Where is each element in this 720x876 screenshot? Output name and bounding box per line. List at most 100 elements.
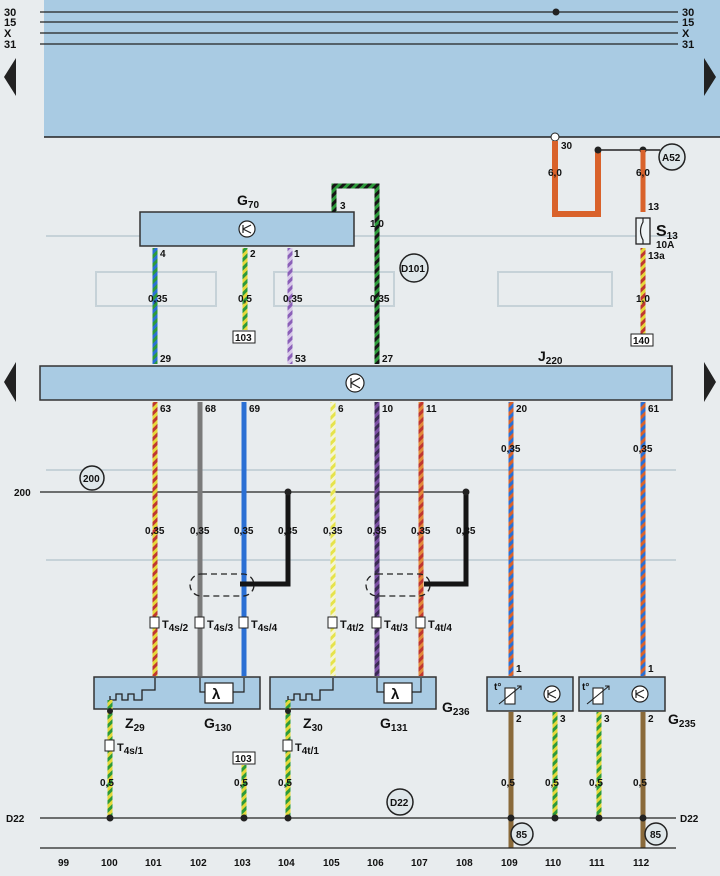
wire-size-0-35-g70-4: 0,35 xyxy=(148,294,168,305)
line-d22-label-right: D22 xyxy=(680,814,699,825)
line-d22-label-left: D22 xyxy=(6,814,25,825)
pin-j220-29: 29 xyxy=(160,354,172,365)
svg-text:T4t/2: T4t/2 xyxy=(340,619,364,634)
svg-text:T4t/1: T4t/1 xyxy=(295,742,319,757)
rail-30-junction xyxy=(552,8,560,16)
connector-t4t3: T4t/3 xyxy=(371,616,408,634)
pin-label-13: 13 xyxy=(648,202,660,213)
connector-t4s1: T4s/1 xyxy=(104,739,144,757)
connector-t4t2: T4t/2 xyxy=(327,616,364,634)
marker-d22-label: D22 xyxy=(390,798,409,809)
marker-d22 xyxy=(386,788,414,816)
marker-200 xyxy=(79,465,105,491)
z29-name: Z29 xyxy=(125,715,145,734)
right-arrow-icon[interactable] xyxy=(704,58,716,96)
pin-g70-3: 3 xyxy=(340,201,346,212)
wire-size-0-35-g70-1: 0,35 xyxy=(283,294,303,305)
connector-t4t1: T4t/1 xyxy=(282,739,319,757)
rail-label-30-left: 30 xyxy=(4,7,16,19)
marker-85-b-label: 85 xyxy=(650,830,662,841)
pin-g236-1: 1 xyxy=(516,664,522,675)
connector-t4s2: T4s/2 xyxy=(149,616,189,634)
column-number: 106 xyxy=(367,858,384,869)
rail-label-31-right: 31 xyxy=(682,39,694,51)
wire-size-0-35-shield1: 0,35 xyxy=(278,526,298,537)
g235-name: G235 xyxy=(668,711,696,730)
column-number: 99 xyxy=(58,858,70,869)
g130-name: G130 xyxy=(204,715,232,734)
wire-size-0-5-z29: 0,5 xyxy=(100,778,114,789)
shield-wire-g130 xyxy=(240,492,291,587)
pin-g235-1: 1 xyxy=(648,664,654,675)
pin-j220-10: 10 xyxy=(382,404,394,415)
pin-g235-3: 3 xyxy=(604,714,610,725)
wire-size-0-5-z30: 0,5 xyxy=(278,778,292,789)
svg-text:T4s/2: T4s/2 xyxy=(162,619,189,634)
s13-rating: 10A xyxy=(656,240,674,251)
wire-size-0-35-63: 0,35 xyxy=(145,526,165,537)
lambda-icon: λ xyxy=(204,682,234,704)
marker-200-label: 200 xyxy=(83,474,100,485)
svg-text:T4s/1: T4s/1 xyxy=(117,742,144,757)
transistor-icon xyxy=(543,685,561,703)
top-panel xyxy=(44,0,720,137)
wire-size-0-5-g236-3: 0,5 xyxy=(545,778,559,789)
junction-a52-1 xyxy=(594,146,602,154)
pin-j220-63: 63 xyxy=(160,404,172,415)
svg-text:T4t/3: T4t/3 xyxy=(384,619,408,634)
pin-j220-27: 27 xyxy=(382,354,394,365)
refbox-103-top xyxy=(232,330,256,344)
pin-g235-2: 2 xyxy=(648,714,654,725)
svg-text:λ: λ xyxy=(391,686,400,703)
wire-size-0-5-g235-3: 0,5 xyxy=(589,778,603,789)
heater-icon xyxy=(109,678,156,701)
d22-junctions xyxy=(106,814,647,822)
shield-node-2 xyxy=(462,488,470,496)
wire-size-1-0-s13: 1,0 xyxy=(636,294,650,305)
pin-j220-11: 11 xyxy=(426,404,437,415)
shield-node-1 xyxy=(284,488,292,496)
refbox-103-bottom-label: 103 xyxy=(235,754,252,765)
refbox-103-bottom xyxy=(232,751,256,765)
svg-text:t°: t° xyxy=(494,682,501,693)
z29-node xyxy=(107,708,113,714)
wire-size-0-5-g235-2: 0,5 xyxy=(633,778,647,789)
pin-g70-1: 1 xyxy=(294,249,300,260)
svg-text:T4s/4: T4s/4 xyxy=(251,619,278,634)
svg-text:t°: t° xyxy=(582,682,589,693)
wire-size-0-35-10: 0,35 xyxy=(367,526,387,537)
connector-t4t4: T4t/4 xyxy=(415,616,452,634)
wire-size-0-5-103: 0,5 xyxy=(234,778,248,789)
column-number: 103 xyxy=(234,858,251,869)
power-rails xyxy=(40,11,678,45)
pin-j220-53: 53 xyxy=(295,354,307,365)
g236-name: G236 xyxy=(442,699,470,718)
wire-size-0-35-shield2: 0,35 xyxy=(456,526,476,537)
column-number: 100 xyxy=(101,858,118,869)
column-number: 111 xyxy=(589,858,605,869)
marker-85-b xyxy=(644,822,668,846)
rail-label-15-right: 15 xyxy=(682,17,694,29)
lambda-icon: λ xyxy=(383,682,413,704)
pin-30-node xyxy=(550,132,560,142)
column-numbers: 99 100 101 102 103 104 105 106 107 108 1… xyxy=(58,858,650,869)
pin-j220-61: 61 xyxy=(648,404,660,415)
pin-label-30: 30 xyxy=(561,141,573,152)
wire-size-0-5-g70-2: 0,5 xyxy=(238,294,252,305)
marker-d101 xyxy=(399,253,429,283)
thermistor-icon: t° xyxy=(582,682,610,705)
marker-85-a-label: 85 xyxy=(516,830,528,841)
shield-sleeve-g130 xyxy=(189,573,255,597)
rail-label-x-left: X xyxy=(4,28,12,40)
transistor-icon xyxy=(345,373,365,393)
right-arrow-icon[interactable] xyxy=(704,362,716,402)
pin-label-13a: 13a xyxy=(648,251,665,262)
connector-t4s4: T4s/4 xyxy=(238,616,278,634)
connector-t4s3: T4s/3 xyxy=(194,616,234,634)
wire-size-6-0-a: 6,0 xyxy=(548,168,562,179)
rail-label-31-left: 31 xyxy=(4,39,16,51)
left-arrow-icon[interactable] xyxy=(4,362,16,402)
wire-size-0-35-69: 0,35 xyxy=(234,526,254,537)
marker-a52 xyxy=(658,143,686,171)
left-arrow-icon[interactable] xyxy=(4,58,16,96)
